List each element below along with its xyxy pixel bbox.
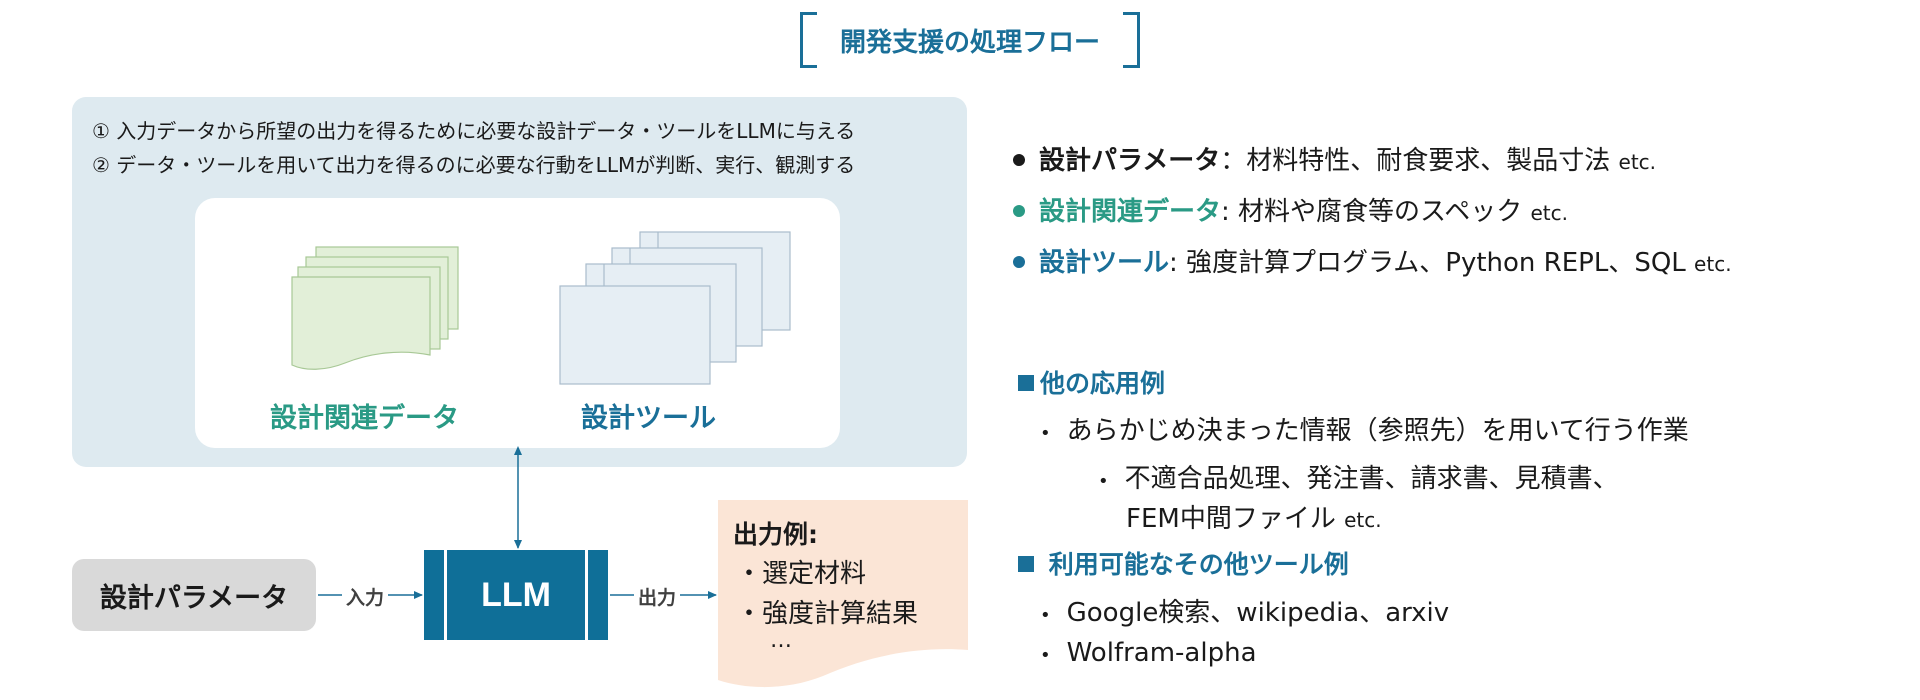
list-item-text: あらかじめ決まった情報（参照先）を用いて行う作業 <box>1066 416 1689 446</box>
list-subitem-etc: etc. <box>1344 508 1382 532</box>
definition-etc: etc. <box>1618 150 1657 174</box>
design-data-label: 設計関連データ <box>270 403 459 434</box>
definition-term: 設計パラメータ <box>1039 146 1221 176</box>
title-text: 開発支援の処理フロー <box>839 28 1100 58</box>
title-bracket-right <box>1123 12 1140 68</box>
definition-design-parameter: 設計パラメータ：材料特性、耐食要求、製品寸法 etc. <box>1013 140 1656 177</box>
definition-term: 設計関連データ <box>1039 197 1222 227</box>
bullet-dot: • <box>1040 605 1051 626</box>
definition-desc: 強度計算プログラム、Python REPL、SQL <box>1186 248 1686 278</box>
definition-desc: 材料や腐食等のスペック <box>1238 197 1523 227</box>
diagram-title: 開発支援の処理フロー <box>800 12 1140 68</box>
panel-step-1: ① 入力データから所望の出力を得るために必要な設計データ・ツールをLLMに与える <box>92 119 856 143</box>
definition-separator: : <box>1169 248 1178 278</box>
definition-term: 設計ツール <box>1039 248 1170 278</box>
definition-design-data: 設計関連データ: 材料や腐食等のスペック etc. <box>1013 191 1568 228</box>
title-bracket-left <box>800 12 817 68</box>
other-applications-heading: 他の応用例 <box>1018 364 1165 400</box>
design-parameter-box: 設計パラメータ <box>72 559 316 631</box>
list-item: • Google検索、wikipedia、arxiv <box>1040 592 1449 629</box>
other-applications-heading-text: 他の応用例 <box>1040 369 1166 398</box>
definition-desc: 材料特性、耐食要求、製品寸法 <box>1246 146 1611 176</box>
list-subitem: • 不適合品処理、発注書、請求書、見積書、 <box>1098 458 1619 495</box>
bullet-dot: • <box>1098 471 1109 492</box>
list-item: • あらかじめ決まった情報（参照先）を用いて行う作業 <box>1040 410 1689 447</box>
output-example-item: ・強度計算結果 <box>736 599 919 629</box>
list-subitem-text: 不適合品処理、発注書、請求書、見積書、 <box>1124 464 1619 494</box>
other-tools-heading-text: 利用可能なその他ツール例 <box>1048 550 1349 579</box>
output-example-title: 出力例: <box>733 520 818 549</box>
list-subitem-continuation: FEM中間ファイル etc. <box>1126 498 1382 535</box>
output-example-item: ・選定材料 <box>736 559 867 589</box>
bullet-dot <box>1013 204 1025 217</box>
square-bullet-icon <box>1018 556 1034 572</box>
bullet-dot <box>1013 153 1025 166</box>
llm-label: LLM <box>481 575 551 614</box>
list-item-text: Wolfram-alpha <box>1066 638 1257 668</box>
definition-separator: ： <box>1220 146 1247 176</box>
definition-design-tool: 設計ツール: 強度計算プログラム、Python REPL、SQL etc. <box>1013 242 1732 279</box>
bullet-dot: • <box>1040 423 1051 444</box>
bullet-dot <box>1013 255 1025 268</box>
list-item-text: Google検索、wikipedia、arxiv <box>1066 598 1450 628</box>
output-label: 出力 <box>634 583 681 610</box>
design-data-document-icon <box>291 246 459 370</box>
list-item: • Wolfram-alpha <box>1040 638 1257 668</box>
other-tools-heading: 利用可能なその他ツール例 <box>1018 545 1349 581</box>
llm-bar-left <box>444 550 447 640</box>
list-subitem-text: FEM中間ファイル <box>1126 504 1336 534</box>
square-bullet-icon <box>1018 375 1034 391</box>
llm-box: LLM <box>424 550 608 640</box>
design-tool-stack-icon <box>559 231 791 385</box>
definition-etc: etc. <box>1694 252 1732 276</box>
definition-etc: etc. <box>1530 201 1569 225</box>
bullet-dot: • <box>1040 645 1051 666</box>
output-example-ellipsis: … <box>770 628 792 653</box>
llm-bar-right <box>585 550 588 640</box>
definition-separator: : <box>1221 197 1230 227</box>
input-label: 入力 <box>342 583 389 610</box>
design-tool-label: 設計ツール <box>581 403 716 434</box>
panel-step-2: ② データ・ツールを用いて出力を得るのに必要な行動をLLMが判断、実行、観測する <box>92 153 856 177</box>
output-example-document-shape <box>718 500 968 688</box>
